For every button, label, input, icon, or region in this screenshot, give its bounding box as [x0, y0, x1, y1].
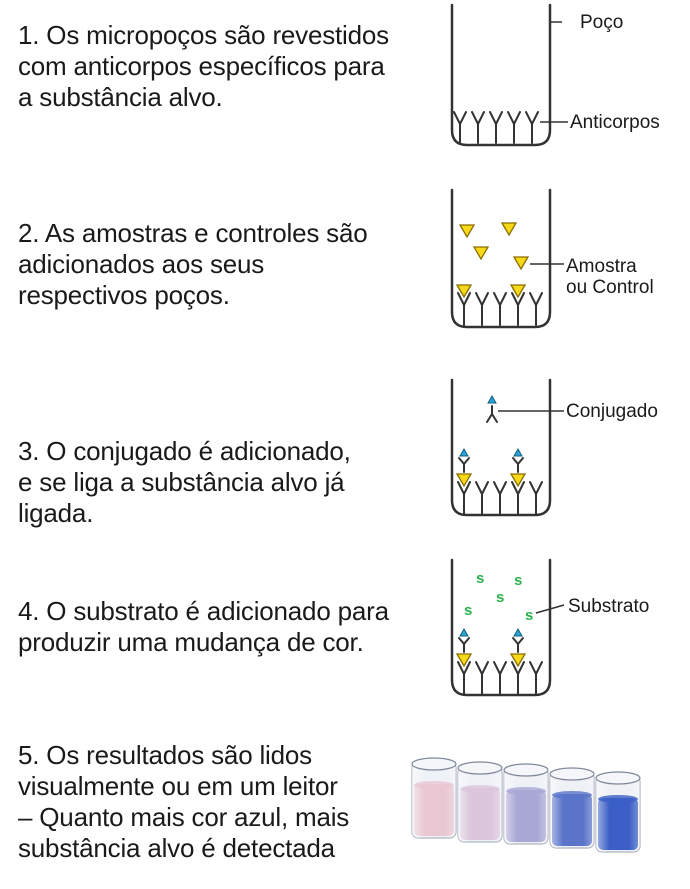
step-5-line-1: 5. Os resultados são lidos [18, 740, 312, 770]
step-1-line-2: com anticorpos específicos para [18, 51, 385, 81]
cup-rim [595, 771, 641, 785]
step-3-text: 3. O conjugado é adicionado, e se liga a… [18, 436, 351, 529]
step-1-line-1: 1. Os micropoços são revestidos [18, 20, 389, 50]
well-1-outline [450, 3, 552, 147]
antibody-row [457, 481, 543, 515]
svg-text:s: s [476, 570, 484, 587]
free-antigen [500, 222, 518, 237]
cup-rim [503, 763, 549, 777]
well-4-outline [450, 558, 552, 697]
well-2-diagram [450, 188, 564, 329]
step-5-line-4: substância alvo é detectada [18, 833, 335, 863]
label-well: Poço [580, 12, 624, 33]
antibody-row [453, 111, 539, 144]
step-5-text: 5. Os resultados são lidos visualmente o… [18, 740, 349, 864]
step-1-line-3: a substância alvo. [18, 82, 223, 112]
svg-text:s: s [525, 607, 533, 624]
antibody-row [457, 292, 543, 326]
bound-antigen [509, 653, 527, 668]
label-sample-line-2: ou Control [566, 277, 654, 298]
step-1-text: 1. Os micropoços são revestidos com anti… [18, 20, 389, 113]
bound-antigen [455, 653, 473, 668]
step-2-text: 2. As amostras e controles são adicionad… [18, 218, 368, 311]
free-antigen [458, 224, 476, 239]
step-4-line-1: 4. O substrato é adicionado para [18, 596, 389, 626]
label-sample-line-1: Amostra [566, 256, 637, 277]
substrate-molecules: s s s s s [464, 570, 533, 624]
well-4-diagram: s s s s s [450, 558, 565, 697]
bound-antigen [509, 284, 527, 299]
bound-conjugate [458, 627, 524, 653]
step-5-line-3: – Quanto mais cor azul, mais [18, 802, 350, 832]
result-cup [503, 763, 549, 845]
well-1-diagram [450, 3, 568, 147]
step-4-line-2: produzir uma mudança de cor. [18, 627, 364, 657]
substrate-leader-line [535, 604, 565, 614]
free-antigen [472, 246, 490, 261]
step-3-line-1: 3. O conjugado é adicionado, [18, 436, 351, 466]
step-2-line-3: respectivos poços. [18, 280, 230, 310]
cup-rim [411, 757, 457, 771]
step-2-line-1: 2. As amostras e controles são [18, 218, 368, 248]
svg-text:s: s [514, 572, 522, 589]
bound-antigen [509, 473, 527, 488]
result-cup [457, 761, 503, 843]
svg-text:s: s [464, 602, 472, 619]
result-cup [595, 771, 641, 853]
label-conjugate: Conjugado [566, 401, 658, 422]
free-antigen [512, 256, 530, 271]
bound-antigen [455, 284, 473, 299]
step-2-line-2: adicionados aos seus [18, 249, 265, 279]
label-sample: Amostra ou Control [566, 256, 654, 298]
well-2-outline [450, 188, 552, 329]
free-conjugate [486, 394, 498, 423]
result-cup [411, 757, 457, 839]
bound-conjugate [458, 447, 524, 473]
step-3-line-3: ligada. [18, 498, 94, 528]
well-3-diagram [450, 378, 564, 517]
step-3-line-2: e se liga a substância alvo já [18, 467, 345, 497]
label-antibodies: Anticorpos [570, 112, 660, 133]
step-5-line-2: visualmente ou em um leitor [18, 771, 338, 801]
cup-rim [549, 767, 595, 781]
result-cup [549, 767, 595, 849]
label-substrate: Substrato [568, 596, 650, 617]
antibody-row [457, 661, 543, 695]
result-cups-image [411, 757, 641, 853]
cups-group [411, 757, 641, 853]
bound-antigen [455, 473, 473, 488]
cup-rim [457, 761, 503, 775]
svg-text:s: s [496, 589, 504, 606]
step-4-text: 4. O substrato é adicionado para produzi… [18, 596, 389, 658]
well-3-outline [450, 378, 552, 517]
